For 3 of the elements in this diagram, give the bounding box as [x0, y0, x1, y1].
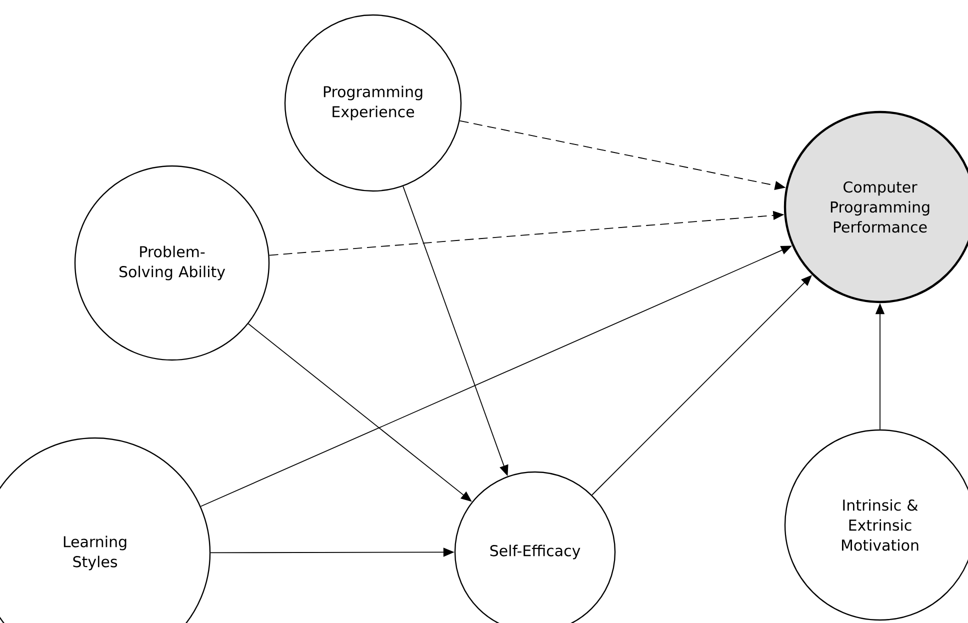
circle-node: Computer Programming Performance [784, 110, 968, 304]
circle-node: Problem-Solving Ability [74, 165, 270, 361]
circle-node: Programming Experience [284, 14, 462, 192]
